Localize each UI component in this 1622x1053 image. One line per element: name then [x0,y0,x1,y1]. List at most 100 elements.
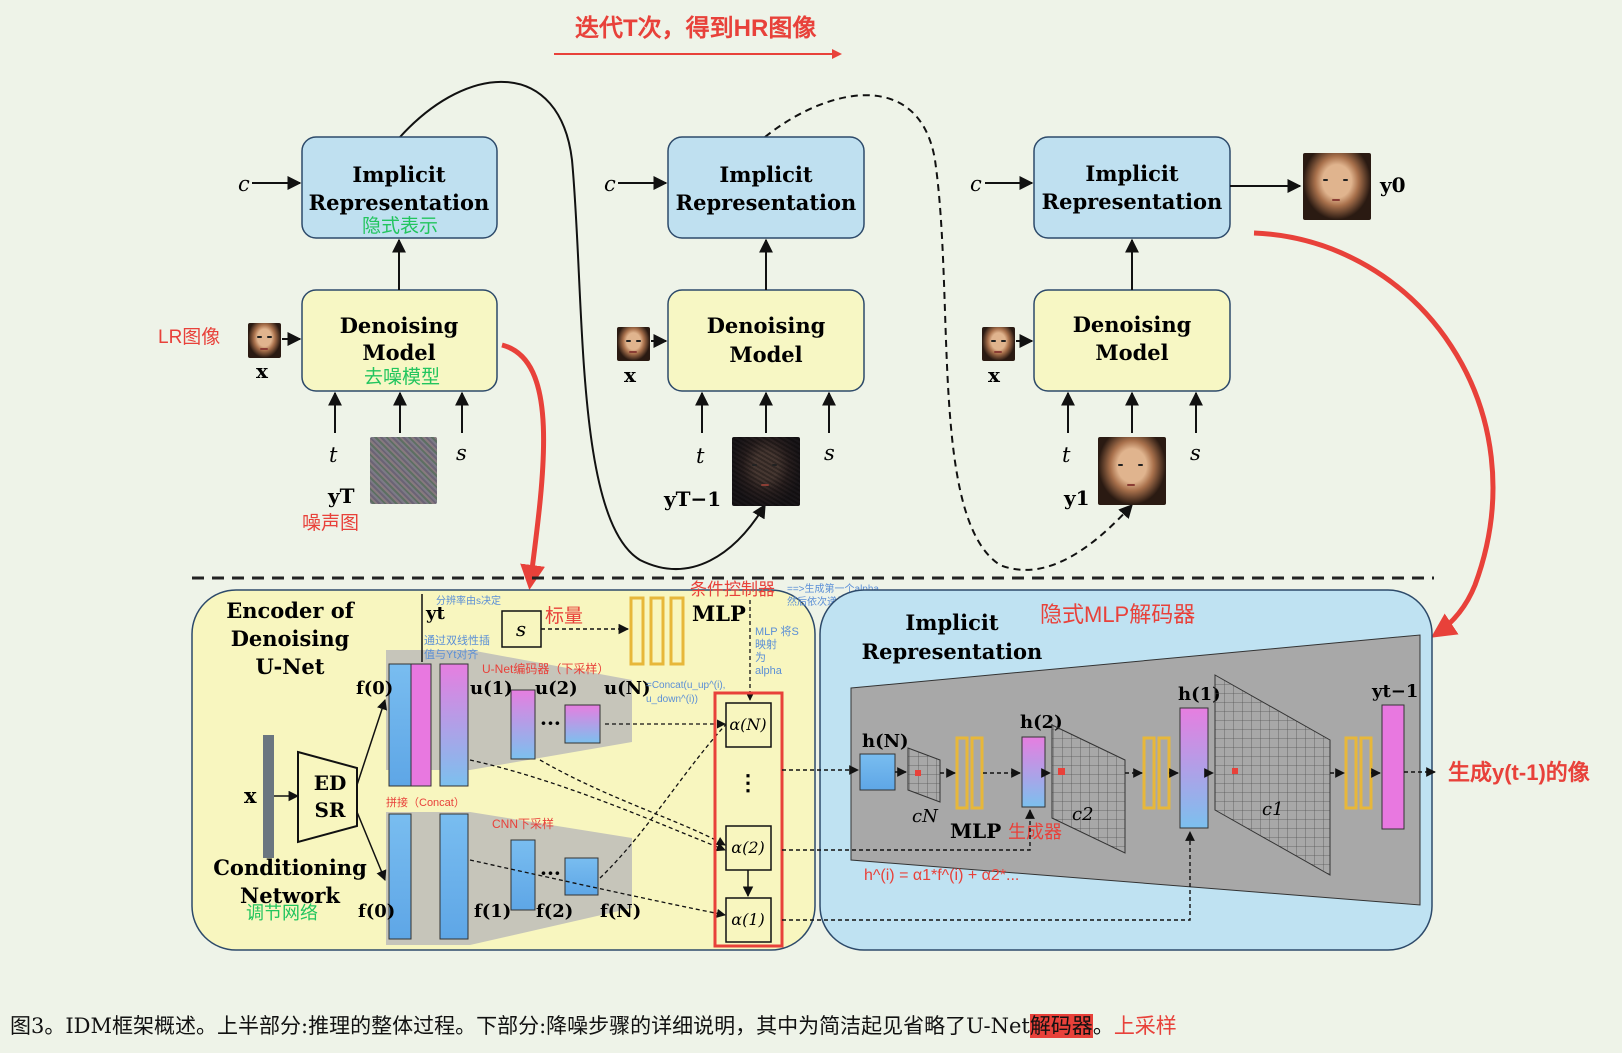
yt-concat-bar [410,663,432,787]
svg-text:c2: c2 [1072,804,1094,825]
gen-out-note: 生成y(t-1)的像 [1448,760,1591,785]
yt1-output-bar [1381,704,1405,830]
svg-text:Implicit: Implicit [1085,161,1178,186]
svg-text:Denoising: Denoising [707,313,826,338]
mlp-decoder-note: 隐式MLP解码器 [1040,602,1195,627]
svg-text:x: x [256,359,269,383]
svg-text:Representation: Representation [1042,189,1223,214]
x-input-bar [263,735,274,858]
svg-text:c1: c1 [1262,799,1284,820]
y0-label: y0 [1379,173,1406,197]
cN-grid [907,747,941,803]
noisy-face-image-yT-1 [732,437,800,506]
svg-text:拼接（Concat）: 拼接（Concat） [386,795,465,809]
encoder-panel [191,589,816,951]
svg-text:值与Yt对齐: 值与Yt对齐 [424,647,478,661]
mlp-block-1 [629,596,645,666]
mlp-1b [970,736,984,810]
denoising-model-box [667,289,865,392]
noise-image-yT [370,437,437,504]
svg-text:u(2): u(2) [535,678,578,699]
c1-grid [1214,674,1331,876]
svg-text:U-Net编码器（下采样）: U-Net编码器（下采样） [482,661,609,676]
svg-text:Representation: Representation [676,190,857,215]
noise-note: 噪声图 [302,512,359,534]
iteration-curve-2 [764,94,1133,571]
svg-text:yt−1: yt−1 [1371,681,1418,702]
alpha-ellipsis: ⋮ [737,770,759,796]
formula-note: h^(i) = α1*f^(i) + α2*... [864,867,1019,884]
svg-text:为: 为 [755,651,766,664]
svg-text:h(1): h(1) [1178,684,1221,705]
svg-text:分辨率由s决定: 分辨率由s决定 [436,594,501,607]
lr-note: LR图像 [158,326,220,348]
mlp-3a [1344,736,1358,810]
svg-text:cN: cN [912,806,939,827]
mlp-1a [955,736,969,810]
svg-text:s: s [1190,441,1201,465]
cond-ctrl-note: 条件控制器 [690,580,775,599]
denoise-cn-note: 去噪模型 [364,366,440,388]
caption-tail: 上采样 [1113,1014,1177,1038]
svg-text:s: s [456,441,467,465]
red-arrow-denoise-to-encoder [501,342,547,590]
iteration-note: 迭代T次，得到HR图像 [575,14,817,42]
iteration-curve-1 [399,80,766,570]
svg-text:Conditioning: Conditioning [213,855,367,880]
yT1-label: yT−1 [663,487,721,511]
lr-face-image-3 [982,327,1015,361]
svg-text:c: c [238,172,250,196]
svg-text:f(1): f(1) [474,901,511,922]
uN-bar [564,704,601,744]
implicit-representation-box [301,136,498,239]
svg-text:f(2): f(2) [536,901,573,922]
svg-text:t: t [696,444,705,468]
alpha-1-box [725,897,772,943]
svg-text:Implicit: Implicit [719,162,812,187]
column-step-1: Implicit Representation c y0 Denoising M… [970,136,1406,510]
svg-text:···: ··· [540,711,561,735]
mlp-block-2 [649,596,665,666]
svg-text:···: ··· [540,861,561,885]
svg-text:U-Net: U-Net [256,654,325,679]
svg-text:s: s [824,441,835,465]
fN-bar [564,857,599,896]
alpha-N-box [725,702,772,748]
svg-text:Model: Model [1095,340,1168,365]
svg-text:f(0): f(0) [358,901,395,922]
scalar-note: 标量 [545,605,583,627]
implicit-representation-box [1033,136,1231,239]
svg-text:u_down^(i)): u_down^(i)) [646,694,698,705]
svg-text:Implicit: Implicit [352,162,445,187]
svg-text:α(1): α(1) [731,910,764,929]
svg-text:h(N): h(N) [862,731,909,752]
alpha-group-frame [713,691,784,948]
svg-text:Encoder of: Encoder of [226,598,355,623]
svg-text:ED: ED [314,771,347,795]
svg-text:x: x [244,783,257,808]
yT-label: yT [327,484,355,508]
svg-text:Denoising: Denoising [231,626,350,651]
svg-text:u(N): u(N) [604,678,651,699]
svg-text:MLP: MLP [950,819,1001,843]
svg-text:通过双线性插: 通过双线性插 [424,633,490,647]
lr-face-image-2 [617,327,650,361]
svg-text:x: x [624,363,637,387]
y1-label: y1 [1063,486,1090,510]
generator-note: 生成器 [1008,822,1062,842]
yt-label: yt [425,603,445,624]
hN-bar [859,753,896,791]
svg-text:x: x [988,363,1001,387]
svg-text:=Concat(u_up^(i),: =Concat(u_up^(i), [646,680,725,691]
caption-highlight: 解码器 [1029,1014,1093,1038]
svg-text:alpha: alpha [755,665,783,677]
s-scalar-box [501,610,542,648]
svg-text:MLP: MLP [692,601,746,626]
h1-bar [1179,707,1209,829]
edsr-block [297,750,358,844]
svg-text:f(N): f(N) [600,901,641,922]
svg-text:α(2): α(2) [731,838,764,857]
face-image-y0 [1303,153,1371,220]
svg-text:α(N): α(N) [729,715,766,734]
